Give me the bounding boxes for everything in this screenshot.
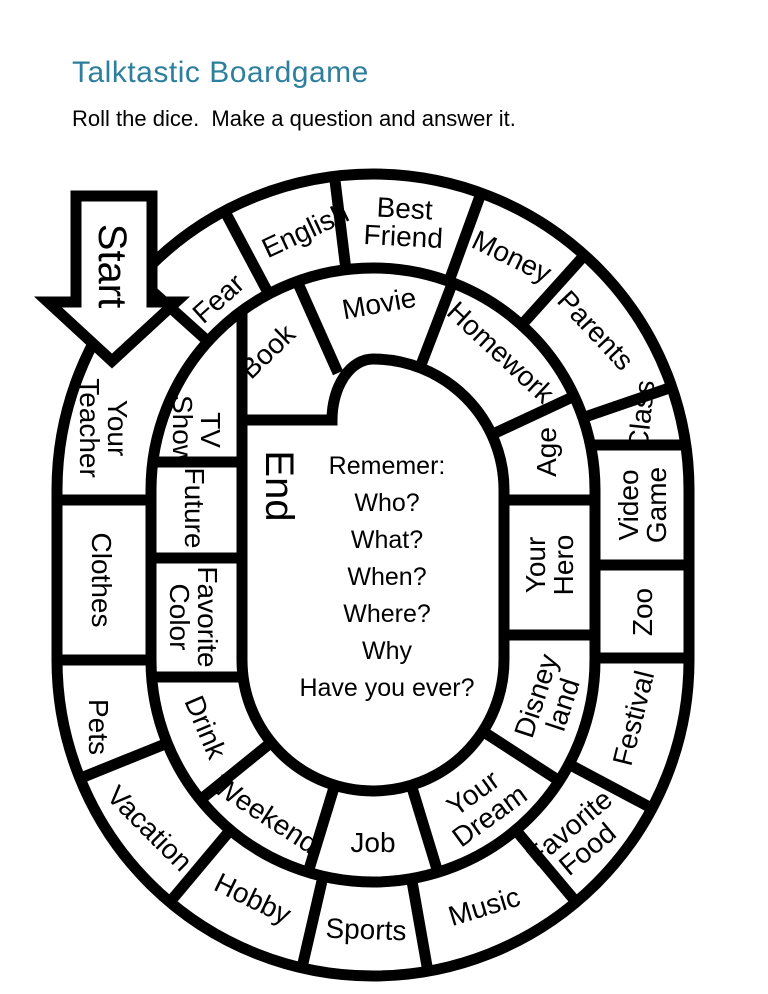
cell-divider — [77, 738, 170, 784]
cell-divider — [219, 208, 274, 297]
board-cell-job: Job — [350, 827, 395, 858]
board-cell-label: Favorite — [192, 566, 223, 667]
board-cell-vacation: Vacation — [101, 780, 199, 878]
board-cell-label: Hero — [548, 535, 579, 596]
end-space: End — [257, 450, 301, 521]
cell-divider — [511, 826, 581, 906]
cell-divider — [414, 280, 458, 370]
board-cell-future: Future — [179, 468, 210, 549]
board-cell-zoo: Zoo — [627, 588, 658, 636]
cell-divider — [291, 278, 344, 376]
board-cell-festival: Festival — [607, 668, 660, 769]
board-cell-label: Drink — [179, 691, 233, 764]
board-cell-label: Your — [520, 537, 551, 594]
board-cell-label: Age — [531, 427, 562, 477]
center-reminder-line: Where? — [343, 600, 431, 628]
cell-divider — [443, 191, 487, 284]
cell-divider — [197, 738, 275, 804]
cell-divider — [406, 877, 434, 973]
board-cell-label: Festival — [607, 668, 660, 769]
center-reminder-line: Why — [362, 637, 413, 665]
center-reminder-line: Have you ever? — [299, 674, 474, 702]
cell-divider — [406, 783, 444, 874]
board-cell-drink: Drink — [179, 691, 233, 764]
board-cell-label: Best — [376, 192, 434, 226]
page-title: Talktastic Boardgame — [72, 56, 369, 89]
board-cell-label: Class — [622, 379, 660, 452]
board-cell-music: Music — [445, 881, 524, 932]
board-cell-label: Money — [467, 224, 556, 289]
cell-divider — [479, 726, 563, 786]
board-cell-money: Money — [467, 224, 556, 289]
cell-divider — [329, 175, 352, 271]
board-cell-label: Show — [167, 395, 198, 466]
board-cell-label: Pets — [83, 699, 114, 755]
cell-divider — [165, 826, 235, 906]
board-cell-movie: Movie — [340, 282, 419, 326]
board-cell-label: Clothes — [86, 533, 117, 628]
center-reminder-line: When? — [347, 563, 426, 591]
cell-divider — [489, 391, 577, 440]
board-cell-label: Job — [350, 827, 395, 858]
center-reminder-line: Who? — [354, 489, 419, 517]
board-cell-pets: Pets — [83, 699, 114, 755]
board-cell-hobby: Hobby — [210, 867, 296, 930]
board-center-boundary — [236, 353, 510, 797]
board-cell-label: Music — [445, 881, 524, 932]
board-cell-label: Movie — [340, 282, 419, 326]
board-cell-label: TV — [195, 412, 226, 448]
start-arrow — [33, 190, 191, 369]
board-cell-label: Weekend — [208, 769, 324, 859]
end-label: End — [257, 450, 301, 521]
board-cell-label: Video — [613, 469, 644, 540]
cell-divider — [581, 381, 674, 423]
start-space: Start — [90, 224, 134, 308]
cell-divider — [517, 251, 589, 329]
cell-divider — [302, 783, 340, 874]
board-cell-label: Zoo — [627, 588, 658, 636]
board-cell-label: Hobby — [210, 867, 296, 930]
cell-divider — [566, 759, 655, 814]
board-cell-label: Color — [164, 584, 195, 651]
board-cell-class: Class — [622, 379, 660, 452]
board-cell-age: Age — [531, 427, 562, 477]
board-cell-sports: Sports — [325, 913, 407, 947]
board-cell-label: Future — [179, 468, 210, 549]
board-cell-clothes: Clothes — [86, 533, 117, 628]
board-cell-weekend: Weekend — [208, 769, 324, 859]
board-cell-label: Teacher — [74, 378, 105, 478]
board-cell-label: Your — [102, 400, 133, 457]
board-cell-label: Friend — [363, 219, 444, 254]
board-cell-label: Game — [641, 467, 672, 543]
board-cell-label: Sports — [325, 913, 407, 947]
page-header: Talktastic Boardgame Roll the dice. Make… — [72, 56, 728, 132]
center-reminder-line: Rememer: — [329, 452, 446, 480]
page-instructions: Roll the dice. Make a question and answe… — [72, 106, 516, 131]
start-label: Start — [90, 224, 134, 308]
board-cell-label: Vacation — [101, 780, 199, 878]
center-reminder-line: What? — [351, 526, 423, 554]
cell-divider — [296, 875, 329, 970]
